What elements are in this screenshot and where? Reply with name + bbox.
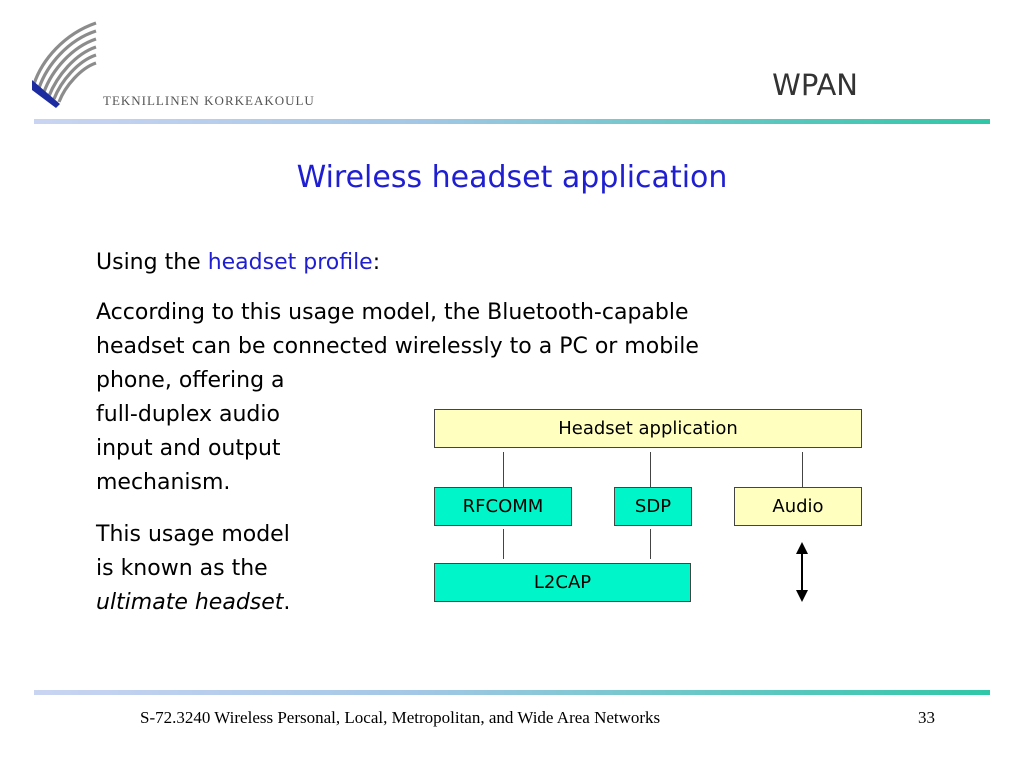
l2cap-label: L2CAP <box>533 572 592 593</box>
paragraph-line: is known as the <box>96 556 268 581</box>
ultimate-headset-term: ultimate headset <box>96 590 284 615</box>
section-tag: WPAN <box>772 68 858 102</box>
connector-line <box>503 452 504 487</box>
slide-title: Wireless headset application <box>296 160 728 195</box>
paragraph-line: input and output <box>96 436 281 461</box>
rfcomm-label: RFCOMM <box>462 496 544 517</box>
page-number: 33 <box>918 708 935 727</box>
paragraph-line: headset can be connected wirelessly to a… <box>96 334 699 359</box>
intro-suffix: : <box>372 250 381 275</box>
connector-line <box>650 452 651 487</box>
institution-name: TEKNILLINEN KORKEAKOULU <box>103 93 315 108</box>
paragraph-line: phone, offering a <box>96 368 285 393</box>
connector-line <box>650 529 651 559</box>
paragraph-line: This usage model <box>96 522 290 547</box>
paragraph-line: ultimate headset. <box>96 586 290 620</box>
usage-model-paragraph-continued: phone, offering a full-duplex audio inpu… <box>96 364 285 500</box>
header-divider <box>34 119 990 124</box>
footer-divider <box>34 690 990 695</box>
connector-line <box>802 452 803 487</box>
l2cap-box: L2CAP <box>434 563 691 602</box>
headset-profile-link: headset profile <box>207 250 373 275</box>
university-logo-icon <box>32 21 97 108</box>
sdp-box: SDP <box>614 487 692 526</box>
paragraph-end: . <box>283 590 291 615</box>
usage-model-paragraph: According to this usage model, the Bluet… <box>96 296 699 364</box>
intro-prefix: Using the <box>96 250 208 275</box>
paragraph-line: According to this usage model, the Bluet… <box>96 300 689 325</box>
paragraph-line: mechanism. <box>96 470 231 495</box>
headset-application-box: Headset application <box>434 409 862 448</box>
footer-course-title: S-72.3240 Wireless Personal, Local, Metr… <box>140 708 661 727</box>
ultimate-headset-paragraph: This usage model is known as the ultimat… <box>96 518 290 620</box>
intro-line: Using the headset profile: <box>96 246 380 280</box>
connector-line <box>503 529 504 559</box>
headset-application-label: Headset application <box>558 418 738 439</box>
audio-label: Audio <box>772 496 824 517</box>
paragraph-line: full-duplex audio <box>96 402 280 427</box>
bidirectional-arrow-icon <box>796 542 808 602</box>
rfcomm-box: RFCOMM <box>434 487 572 526</box>
sdp-label: SDP <box>634 496 672 517</box>
audio-box: Audio <box>734 487 862 526</box>
